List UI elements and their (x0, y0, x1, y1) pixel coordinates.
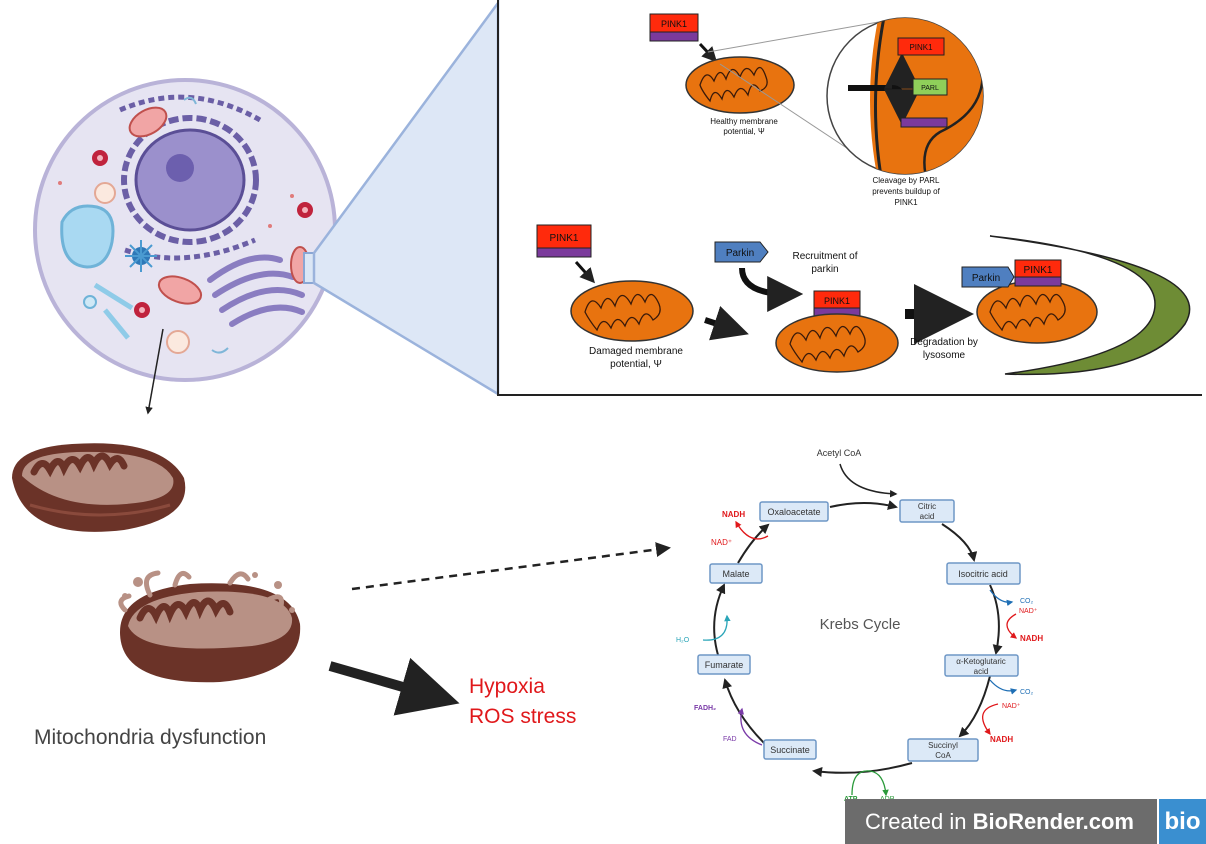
created-in-text: Created in (865, 809, 973, 834)
nadh-1-label: NADH (1020, 634, 1043, 643)
krebs-cycle: Acetyl CoA Oxaloacetate Citric acid Isoc… (676, 448, 1043, 803)
damaged-pathway: PINK1 Damaged membrane potential, Ψ Park… (536, 224, 1191, 376)
healthy-pathway: PINK1 Healthy membrane potential, Ψ PINK… (649, 13, 984, 207)
succinate-label: Succinate (770, 745, 810, 755)
node-fumarate (697, 654, 751, 675)
parl-zoom-circle: PINK1 PARL (826, 17, 984, 175)
fumarate-label: Fumarate (705, 660, 744, 670)
zoom-pink1-label: PINK1 (909, 43, 933, 52)
citric-1-label: Citric (918, 502, 936, 511)
node-succinyl-coa (907, 738, 979, 762)
citric-2-label: acid (920, 512, 935, 521)
healthy-membrane-label-2: potential, Ψ (723, 127, 765, 136)
node-succinate (763, 739, 817, 760)
healthy-membrane-label-1: Healthy membrane (710, 117, 778, 126)
damaged-brown-mitochondrion (118, 570, 301, 683)
isocitric-label: Isocitric acid (958, 569, 1008, 579)
hypoxia-text: Hypoxia (469, 675, 545, 698)
parkin-label: Parkin (726, 248, 754, 259)
h2o-label: H₂O (676, 637, 690, 644)
nad-top-label: NAD⁺ (711, 538, 732, 547)
pink1-label: PINK1 (661, 19, 687, 29)
cell-illustration (33, 78, 337, 382)
recruitment-label-1: Recruitment of (792, 251, 857, 262)
node-oxaloacetate (759, 501, 829, 522)
damaged-pink1-label: PINK1 (550, 233, 579, 244)
aketo-1-label: α-Ketoglutaric (956, 657, 1006, 666)
cleavage-label-2: prevents buildup of (872, 187, 940, 196)
fadh2-label: FADH₂ (694, 705, 716, 712)
to-hypoxia-arrow (328, 657, 460, 716)
degradation-label-2: lysosome (923, 350, 966, 361)
aketo-2-label: acid (974, 667, 989, 676)
zoom-pink1-box (897, 37, 945, 56)
recruited-pink1-label: PINK1 (824, 296, 850, 306)
parkin-tag (714, 241, 769, 263)
lyso-parkin-label: Parkin (972, 273, 1000, 284)
lyso-parkin-tag (961, 266, 1015, 288)
damaged-membrane-label-2: potential, Ψ (610, 359, 662, 370)
biorender-logo-icon: bio (1159, 799, 1206, 844)
golgi (207, 254, 305, 327)
nadh-top-label: NADH (722, 510, 745, 519)
recruitment-label-2: parkin (811, 264, 838, 275)
degradation-label-1: Degradation by (910, 337, 978, 348)
healthy-mitochondrion (685, 56, 795, 114)
succinyl-2-label: CoA (935, 751, 951, 760)
lyso-pink1-label: PINK1 (1024, 265, 1053, 276)
oxaloacetate-label: Oxaloacetate (767, 507, 820, 517)
to-krebs-dashed-arrow (351, 542, 671, 591)
damaged-membrane-label-1: Damaged membrane (589, 346, 683, 357)
cleavage-label-3: PINK1 (894, 198, 918, 207)
engulfed-mitochondrion (976, 280, 1098, 344)
recruited-mitochondrion (775, 313, 899, 373)
cleavage-label-1: Cleavage by PARL (873, 176, 941, 185)
co2-2-label: CO₂ (1020, 689, 1034, 696)
nad-2-label: NAD⁺ (1002, 703, 1021, 710)
krebs-title: Krebs Cycle (820, 616, 901, 633)
parl-box (912, 78, 948, 96)
healthy-brown-mitochondrion (12, 443, 186, 532)
node-malate (709, 563, 763, 584)
zoom-wedge (312, 0, 500, 397)
lysosome-crescent (989, 235, 1191, 376)
parl-label: PARL (921, 85, 939, 92)
fad-label: FAD (723, 736, 737, 743)
nadh-2-label: NADH (990, 735, 1013, 744)
biorender-watermark: Created in BioRender.com (845, 799, 1157, 844)
damaged-mitochondrion (570, 280, 694, 342)
succinyl-1-label: Succinyl (928, 741, 958, 750)
nad-1-label: NAD⁺ (1019, 608, 1038, 615)
cleaved-fragment (900, 117, 948, 128)
hypoxia-ros-label: Hypoxia ROS stress (469, 672, 576, 732)
malate-label: Malate (722, 569, 749, 579)
brand-name: BioRender.com (972, 809, 1134, 834)
cell-to-mito-arrow (145, 328, 164, 415)
mitochondria-dysfunction-label: Mitochondria dysfunction (34, 726, 267, 749)
node-isocitric-acid (946, 562, 1021, 585)
node-a-ketoglutaric-acid (944, 654, 1019, 677)
acetyl-coa-label: Acetyl CoA (817, 448, 862, 458)
ros-stress-text: ROS stress (469, 705, 577, 728)
co2-1-label: CO₂ (1020, 598, 1034, 605)
damaged-pink1-box (536, 224, 592, 250)
node-citric-acid (899, 499, 955, 523)
